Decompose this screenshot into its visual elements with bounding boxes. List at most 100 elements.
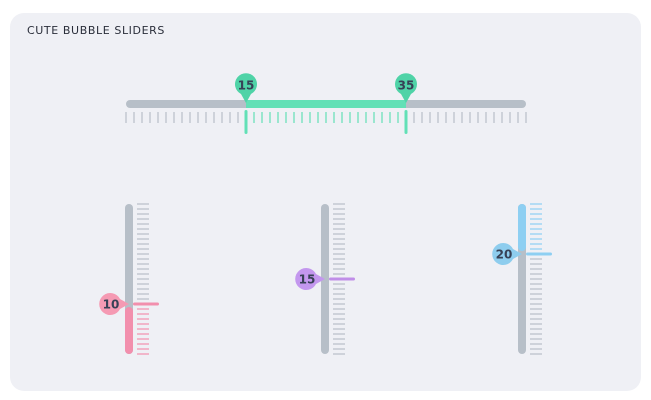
vertical-tick [137,268,149,270]
range-slider[interactable]: 15 35 [125,73,527,134]
vertical-tick [333,268,345,270]
vertical-tick [530,233,542,235]
vertical-tick [333,218,345,220]
vertical-tick [530,223,542,225]
vertical-tick [530,313,542,315]
range-ticks [125,112,527,123]
range-high-bubble[interactable] [395,73,417,103]
vertical-tick [137,323,149,325]
range-low-handle[interactable]: 15 [234,73,257,134]
range-tick [309,112,311,123]
card-title: CUTE BUBBLE SLIDERS [27,24,165,37]
vertical-tick [530,283,542,285]
vertical-tick [333,298,345,300]
range-tick [141,112,143,123]
vertical-tick [333,243,345,245]
vertical-slider-value: 20 [496,248,513,262]
vertical-tick [333,238,345,240]
range-tick [181,112,183,123]
range-tick [365,112,367,123]
vertical-tick [333,288,345,290]
vertical-tick [530,343,542,345]
vertical-tick [530,248,542,250]
range-tick [213,112,215,123]
vertical-tick [137,318,149,320]
vertical-tick [137,213,149,215]
vertical-slider-value: 15 [299,273,316,287]
vertical-tick [333,223,345,225]
vertical-tick [333,303,345,305]
vertical-tick [137,223,149,225]
vertical-tick [530,208,542,210]
vertical-tick [137,338,149,340]
range-tick [509,112,511,123]
vertical-tick [530,273,542,275]
vertical-tick [333,323,345,325]
vertical-tick [333,318,345,320]
range-tick [325,112,327,123]
range-tick [261,112,263,123]
range-tick [237,112,239,123]
range-tick [437,112,439,123]
range-tick [429,112,431,123]
vertical-tick [530,298,542,300]
range-tick [421,112,423,123]
vertical-tick [530,268,542,270]
vertical-tick [333,273,345,275]
vertical-slider-ticks [137,203,149,355]
vertical-tick [530,333,542,335]
range-tick [221,112,223,123]
vertical-tick [137,238,149,240]
range-tick [317,112,319,123]
vertical-tick [333,343,345,345]
range-low-bubble[interactable] [234,73,257,103]
range-tick [157,112,159,123]
vertical-tick [137,253,149,255]
vertical-slider-blue[interactable]: 20 [492,203,552,355]
vertical-tick [137,343,149,345]
vertical-tick [137,308,149,310]
range-tick [397,112,399,123]
vertical-tick [137,208,149,210]
vertical-tick [530,338,542,340]
range-tick [501,112,503,123]
vertical-tick [333,233,345,235]
range-tick [133,112,135,123]
vertical-tick [333,333,345,335]
vertical-tick [137,328,149,330]
range-tick [357,112,359,123]
vertical-slider-bubble[interactable] [492,243,522,265]
vertical-tick [137,348,149,350]
vertical-slider-bubble[interactable] [295,268,325,290]
range-tick [229,112,231,123]
range-tick [205,112,207,123]
range-low-value: 15 [238,79,255,93]
vertical-slider-bubble[interactable] [99,293,129,315]
vertical-tick [333,348,345,350]
range-high-value: 35 [398,79,415,93]
range-high-handle[interactable]: 35 [395,73,417,134]
vertical-tick [530,308,542,310]
vertical-tick [333,338,345,340]
vertical-tick [137,233,149,235]
range-tick [301,112,303,123]
vertical-tick [137,273,149,275]
vertical-slider-ticks [333,203,345,355]
vertical-slider-pink[interactable]: 10 [99,203,159,355]
vertical-slider-purple[interactable]: 15 [295,203,355,355]
range-tick [333,112,335,123]
vertical-tick [530,278,542,280]
vertical-tick [333,228,345,230]
vertical-tick [530,263,542,265]
vertical-tick [530,238,542,240]
vertical-tick [137,218,149,220]
vertical-tick [333,313,345,315]
range-tick [253,112,255,123]
vertical-slider-fill [125,307,133,354]
range-tick [349,112,351,123]
vertical-tick [530,348,542,350]
vertical-tick [530,303,542,305]
range-low-marker [244,110,248,134]
range-tick [277,112,279,123]
vertical-tick [530,353,542,355]
